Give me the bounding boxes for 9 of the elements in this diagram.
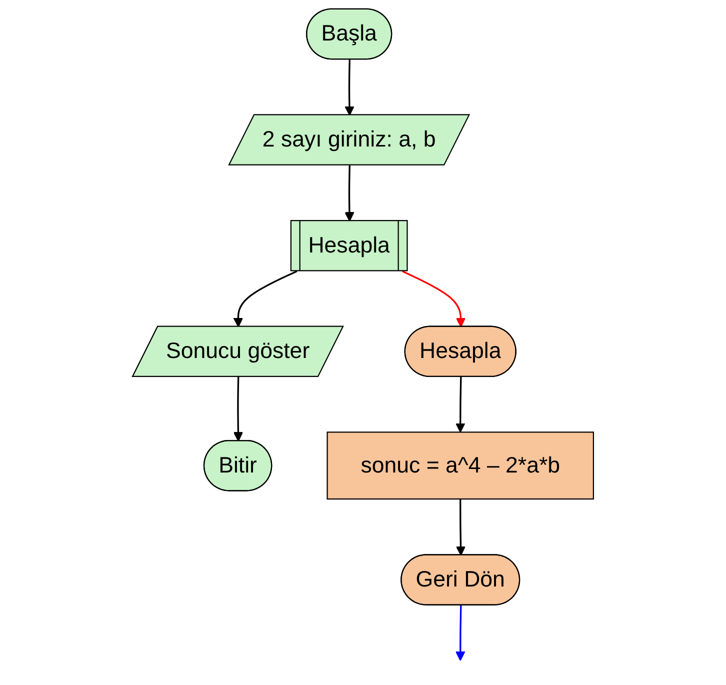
arrow — [402, 270, 466, 328]
arrow — [455, 605, 466, 661]
arrow — [233, 377, 244, 442]
arrow — [233, 270, 298, 328]
arrow — [344, 60, 354, 116]
arrow — [344, 165, 354, 222]
node-box: sonuc = a^4 – 2*a*b — [326, 432, 594, 500]
arrow — [456, 499, 466, 556]
arrow — [455, 377, 466, 433]
